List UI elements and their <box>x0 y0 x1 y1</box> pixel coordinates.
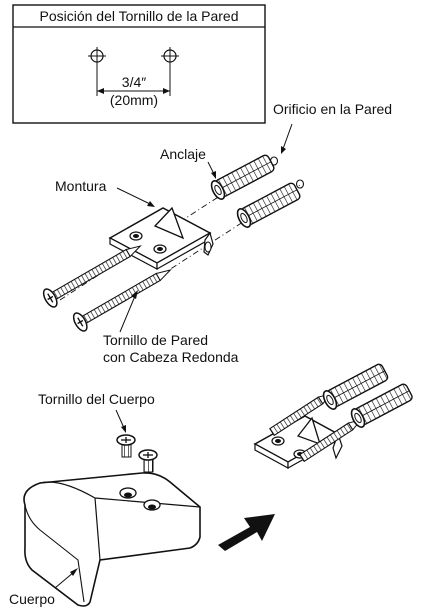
wall-hole-label: Orificio en la Pared <box>273 101 392 117</box>
wall-anchor <box>350 383 413 428</box>
wall-screw <box>42 245 142 308</box>
dimension-metric: (20mm) <box>110 92 158 108</box>
lower-assembly: Tornillo del Cuerpo Cu <box>9 363 413 607</box>
wall-anchor <box>210 154 275 200</box>
upper-assembly: Orificio en la Pared Anclaje Montura Tor… <box>42 101 392 365</box>
mount-label: Montura <box>55 178 107 194</box>
crosshair-icon <box>161 47 179 66</box>
mount-bracket <box>108 206 214 271</box>
body-screw-label: Tornillo del Cuerpo <box>38 391 155 407</box>
crosshair-icon <box>88 47 106 66</box>
screw-position-inset: Posición del Tornillo de la Pared 3/4″ (… <box>12 4 266 124</box>
body-label: Cuerpo <box>9 591 55 607</box>
wall-anchor <box>322 363 389 410</box>
wall-hole <box>295 179 305 189</box>
wall-screw-label-line2: con Cabeza Redonda <box>103 349 239 365</box>
arrow-right-icon <box>218 514 275 551</box>
wall-anchor <box>236 182 301 228</box>
wall-screw <box>72 269 172 332</box>
body-screw <box>116 434 136 458</box>
inset-title: Posición del Tornillo de la Pared <box>40 8 239 24</box>
body-screw <box>138 449 158 473</box>
hook-body <box>23 472 201 607</box>
dimension-fraction: 3/4″ <box>122 74 146 90</box>
wall-screw-label-line1: Tornillo de Pared <box>103 332 208 348</box>
anchor-label: Anclaje <box>160 146 206 162</box>
